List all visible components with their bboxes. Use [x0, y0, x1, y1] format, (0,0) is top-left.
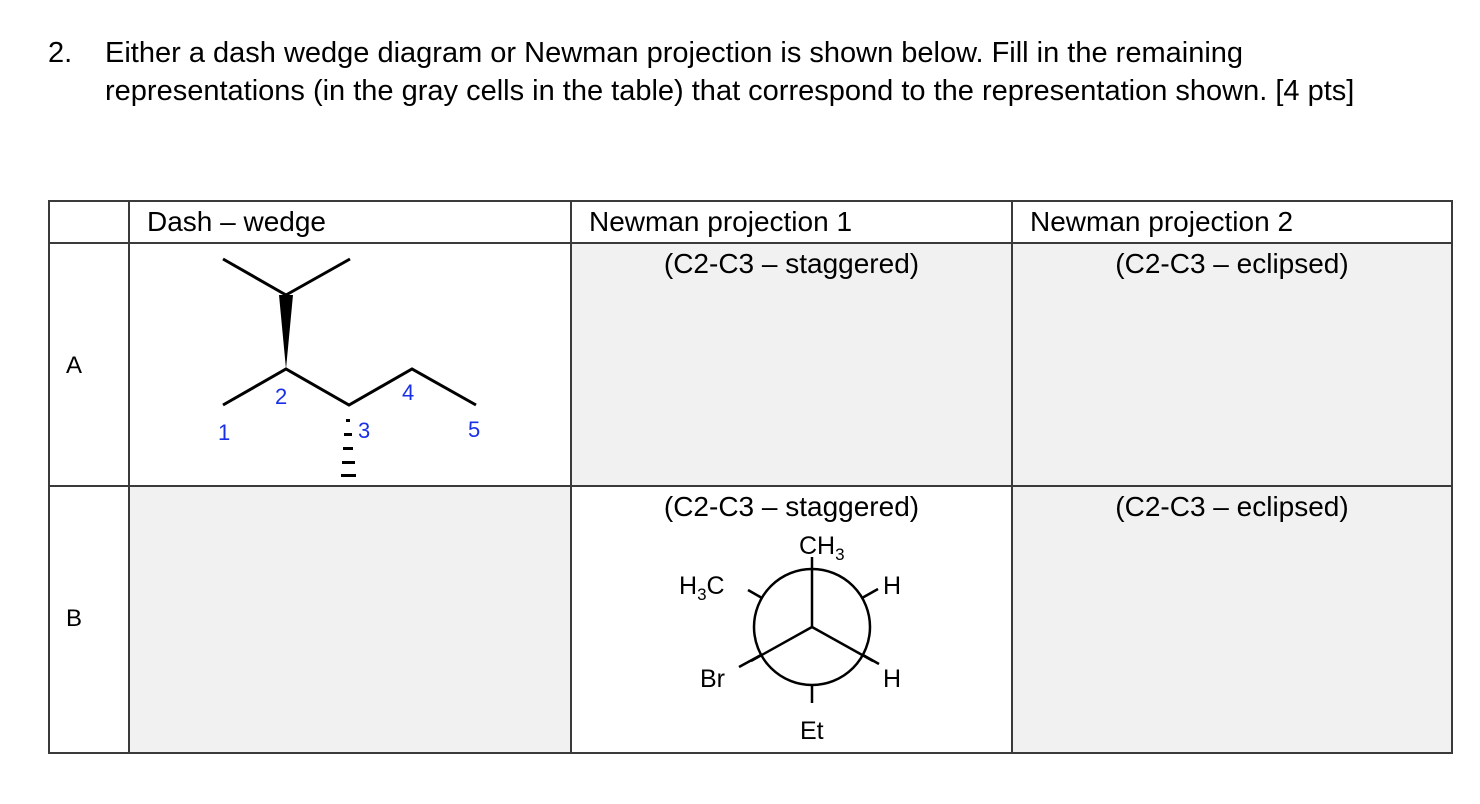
question-number: 2. [48, 37, 73, 69]
cell-b-dash-wedge[interactable] [128, 485, 572, 754]
front-top-ch3: CH3 [799, 532, 845, 564]
carbon-label-4: 4 [402, 380, 414, 405]
header-dash-wedge: Dash – wedge [128, 200, 572, 244]
cell-b-newman-1: (C2-C3 – staggered) CH3 H3C [570, 485, 1013, 754]
cell-a-newman-2[interactable]: (C2-C3 – eclipsed) [1011, 242, 1453, 487]
cell-a-dash-wedge: 1 2 3 4 5 [128, 242, 572, 487]
front-lower-left-br: Br [700, 665, 725, 693]
carbon-label-5: 5 [468, 417, 480, 442]
caption-a-eclipsed: (C2-C3 – eclipsed) [1115, 248, 1349, 279]
front-lower-right-h: H [883, 665, 901, 693]
representation-table: Dash – wedge Newman projection 1 Newman … [48, 200, 1453, 754]
row-label-a: A [48, 242, 130, 487]
cell-b-newman-2[interactable]: (C2-C3 – eclipsed) [1011, 485, 1453, 754]
row-label-b: B [48, 485, 130, 754]
newman-projection: CH3 H3C H Br H Et [679, 532, 901, 745]
carbon-label-3: 3 [358, 418, 370, 443]
header-row: Dash – wedge Newman projection 1 Newman … [48, 200, 1453, 244]
carbon-label-2: 2 [275, 384, 287, 409]
back-bottom-et: Et [800, 717, 824, 745]
table-row-b: B (C2-C3 – staggered) CH3 [48, 485, 1453, 754]
header-corner [48, 200, 130, 244]
hashed-bond [341, 419, 356, 477]
caption-b-eclipsed: (C2-C3 – eclipsed) [1115, 491, 1349, 522]
caption-b-staggered: (C2-C3 – staggered) [663, 491, 920, 522]
back-upper-left-h3c: H3C [679, 572, 725, 604]
back-upper-right-h: H [883, 572, 901, 600]
question-text: Either a dash wedge diagram or Newman pr… [105, 37, 1355, 107]
cell-a-newman-1[interactable]: (C2-C3 – staggered) [570, 242, 1013, 487]
dash-wedge-structure: 1 2 3 4 5 [218, 257, 480, 477]
table-row-a: A 1 2 [48, 242, 1453, 487]
caption-a-staggered: (C2-C3 – staggered) [663, 248, 920, 279]
header-newman-2: Newman projection 2 [1011, 200, 1453, 244]
header-newman-1: Newman projection 1 [570, 200, 1013, 244]
carbon-label-1: 1 [218, 420, 230, 445]
